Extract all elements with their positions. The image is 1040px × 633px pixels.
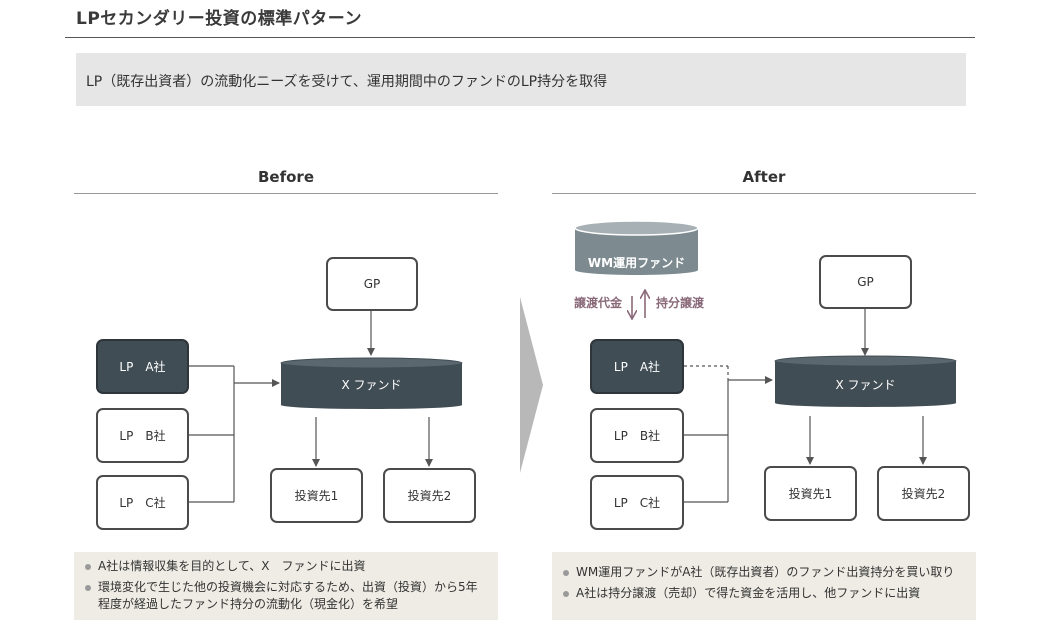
transition-arrow [520,297,543,473]
after-heading-rule [552,193,976,194]
page-title: LPセカンダリー投資の標準パターン [76,9,362,29]
after-note-item: A社は持分譲渡（売却）で得た資金を活用し、他ファンドに出資 [558,585,964,602]
summary-banner: LP（既存出資者）の流動化ニーズを受けて、運用期間中のファンドのLP持分を取得 [76,53,966,106]
before-heading: Before [257,168,314,186]
before-lp-a-node: LP A社 [96,339,189,394]
after-heading: After [742,168,786,186]
share-transfer-label: 持分譲渡 [656,296,705,310]
after-target2-node: 投資先2 [877,466,970,521]
before-fund-label: X ファンド [341,378,402,392]
after-fund-cylinder [774,355,957,407]
before-note-item: A社は情報収集を目的として、X ファンドに出資 [80,558,486,575]
after-lp-connectors [684,309,927,503]
before-lp-c-node: LP C社 [96,475,189,530]
wm-fund-cylinder [574,220,699,275]
before-heading-rule [74,193,498,194]
before-gp-node: GP [326,257,418,311]
after-fund-label: X ファンド [835,378,896,392]
after-target1-node: 投資先1 [764,466,857,521]
after-notes: WM運用ファンドがA社（既存出資者）のファンド出資持分を買い取り A社は持分譲渡… [552,552,976,620]
after-lp-c-node: LP C社 [590,475,684,530]
wm-fund-label: WM運用ファンド [587,256,686,270]
after-note-item: WM運用ファンドがA社（既存出資者）のファンド出資持分を買い取り [558,564,964,581]
after-gp-node: GP [819,255,912,309]
before-lp-connectors [189,311,433,503]
before-notes: A社は情報収集を目的として、X ファンドに出資 環境変化で生じた他の投資機会に対… [74,552,498,620]
before-note-item: 環境変化で生じた他の投資機会に対応するため、出資（投資）から5年程度が経過したフ… [80,579,486,613]
before-target2-node: 投資先2 [383,468,476,523]
summary-text: LP（既存出資者）の流動化ニーズを受けて、運用期間中のファンドのLP持分を取得 [86,74,608,90]
after-lp-b-node: LP B社 [590,408,684,463]
before-target1-node: 投資先1 [270,468,363,523]
transfer-price-label: 譲渡代金 [574,296,623,310]
before-lp-b-node: LP B社 [96,408,189,463]
before-fund-cylinder [280,357,463,409]
after-lp-a-node: LP A社 [590,339,684,394]
title-divider [65,37,975,38]
